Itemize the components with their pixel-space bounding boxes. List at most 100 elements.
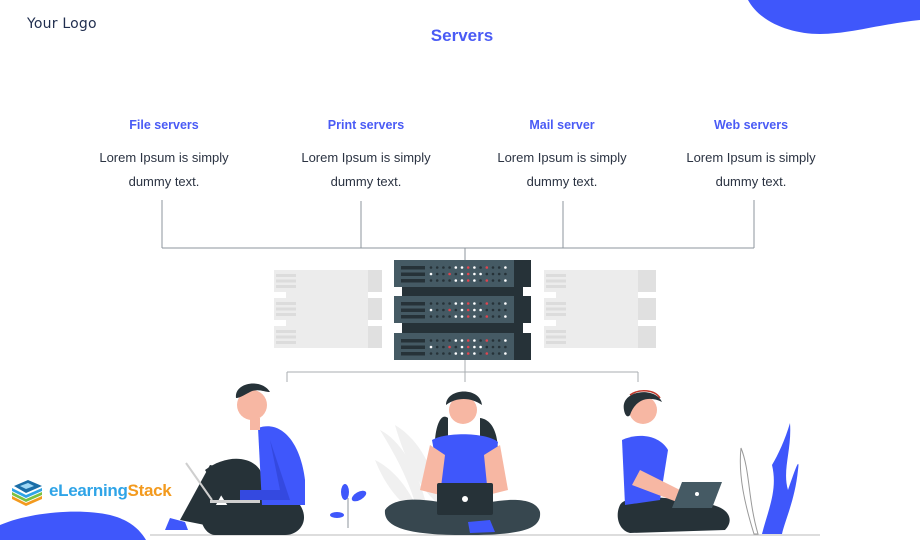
faded-vent-bar bbox=[276, 279, 296, 283]
server-led bbox=[429, 266, 433, 269]
server-led bbox=[435, 272, 439, 276]
brand-name-part2: Stack bbox=[127, 481, 172, 500]
small-blue-plant bbox=[330, 484, 367, 528]
server-led bbox=[479, 308, 482, 312]
column-title: Mail server bbox=[529, 118, 595, 132]
server-led bbox=[497, 266, 501, 269]
server-led bbox=[473, 272, 476, 276]
server-led bbox=[454, 308, 458, 312]
server-led bbox=[454, 266, 458, 269]
description-line: Lorem Ipsum is simply bbox=[99, 150, 229, 165]
brand-name: eLearningStack bbox=[49, 481, 172, 501]
connector-top bbox=[161, 200, 755, 260]
server-led bbox=[454, 352, 458, 355]
server-led bbox=[491, 315, 495, 318]
server-led bbox=[504, 266, 507, 269]
description-line: Lorem Ipsum is simply bbox=[497, 150, 627, 165]
server-leds bbox=[276, 266, 566, 356]
server-led bbox=[479, 339, 482, 342]
faded-vent-bar bbox=[276, 330, 296, 333]
server-led bbox=[466, 315, 470, 318]
faded-vent-bar bbox=[546, 302, 566, 305]
server-led bbox=[442, 315, 445, 318]
server-led bbox=[473, 302, 476, 305]
server-led bbox=[442, 339, 445, 342]
server-led bbox=[429, 279, 433, 282]
faded-vent-bar bbox=[276, 302, 296, 305]
server-led bbox=[491, 345, 495, 349]
server-led bbox=[473, 266, 476, 269]
faded-vent-bar bbox=[276, 274, 296, 277]
brand-logo: eLearningStack bbox=[46, 481, 172, 501]
server-led bbox=[466, 352, 470, 355]
server-led bbox=[442, 352, 445, 355]
server-led bbox=[460, 308, 464, 312]
server-led bbox=[497, 315, 501, 318]
column-web-servers: Web servers Lorem Ipsum is simply dummy … bbox=[651, 118, 851, 194]
server-led bbox=[454, 302, 458, 305]
page-title: Servers bbox=[430, 26, 494, 45]
server-led bbox=[485, 266, 489, 269]
logo-text: Your Logo bbox=[27, 16, 97, 32]
server-led bbox=[435, 339, 439, 342]
server-led bbox=[485, 302, 489, 305]
server-led bbox=[485, 315, 489, 318]
server-vent-bar bbox=[401, 352, 425, 356]
server-led bbox=[485, 279, 489, 282]
server-led bbox=[448, 339, 451, 342]
server-vent-bar bbox=[401, 315, 425, 319]
column-description: Lorem Ipsum is simply dummy text. bbox=[462, 146, 662, 194]
server-led bbox=[460, 345, 464, 349]
server-led bbox=[466, 272, 470, 276]
server-led bbox=[454, 272, 458, 276]
server-led bbox=[479, 345, 482, 349]
server-led bbox=[497, 308, 501, 312]
server-vent-bar bbox=[401, 272, 425, 276]
server-led bbox=[448, 345, 451, 349]
server-led bbox=[479, 315, 482, 318]
column-mail-server: Mail server Lorem Ipsum is simply dummy … bbox=[462, 118, 662, 194]
server-led bbox=[442, 345, 445, 349]
woman-center-with-laptop bbox=[384, 391, 541, 535]
column-print-servers: Print servers Lorem Ipsum is simply dumm… bbox=[266, 118, 466, 194]
server-led bbox=[473, 308, 476, 312]
server-led bbox=[497, 352, 501, 355]
man-with-laptop bbox=[165, 383, 305, 535]
description-line: dummy text. bbox=[330, 174, 402, 189]
server-led bbox=[442, 279, 445, 282]
server-led bbox=[473, 339, 476, 342]
server-led bbox=[429, 308, 433, 312]
server-led bbox=[479, 302, 482, 305]
server-led bbox=[491, 302, 495, 305]
server-led bbox=[448, 308, 451, 312]
server-led bbox=[448, 266, 451, 269]
server-led bbox=[497, 279, 501, 282]
server-led bbox=[460, 315, 464, 318]
server-led bbox=[454, 345, 458, 349]
server-led bbox=[497, 272, 501, 276]
server-led bbox=[479, 272, 482, 276]
faded-vent-bar bbox=[546, 330, 566, 333]
server-led bbox=[429, 315, 433, 318]
server-led bbox=[435, 352, 439, 355]
server-led bbox=[491, 279, 495, 282]
faded-vent-bar bbox=[546, 279, 566, 283]
server-vent-bar bbox=[401, 339, 425, 343]
server-led bbox=[491, 339, 495, 342]
faded-vent-bar bbox=[276, 335, 296, 339]
faded-rack-left bbox=[274, 270, 382, 348]
server-led bbox=[466, 279, 470, 282]
server-led bbox=[448, 272, 451, 276]
description-line: Lorem Ipsum is simply bbox=[301, 150, 431, 165]
server-led bbox=[466, 266, 470, 269]
server-led bbox=[435, 345, 439, 349]
server-led bbox=[429, 352, 433, 355]
faded-vent-bar bbox=[546, 335, 566, 339]
server-led bbox=[485, 345, 489, 349]
faded-vent-bar bbox=[546, 313, 566, 316]
decor-blob-top-right bbox=[748, 0, 920, 34]
faded-vent-bar bbox=[276, 285, 296, 288]
column-file-servers: File servers Lorem Ipsum is simply dummy… bbox=[64, 118, 264, 194]
faded-vent-bar bbox=[276, 341, 296, 344]
server-led bbox=[429, 339, 433, 342]
